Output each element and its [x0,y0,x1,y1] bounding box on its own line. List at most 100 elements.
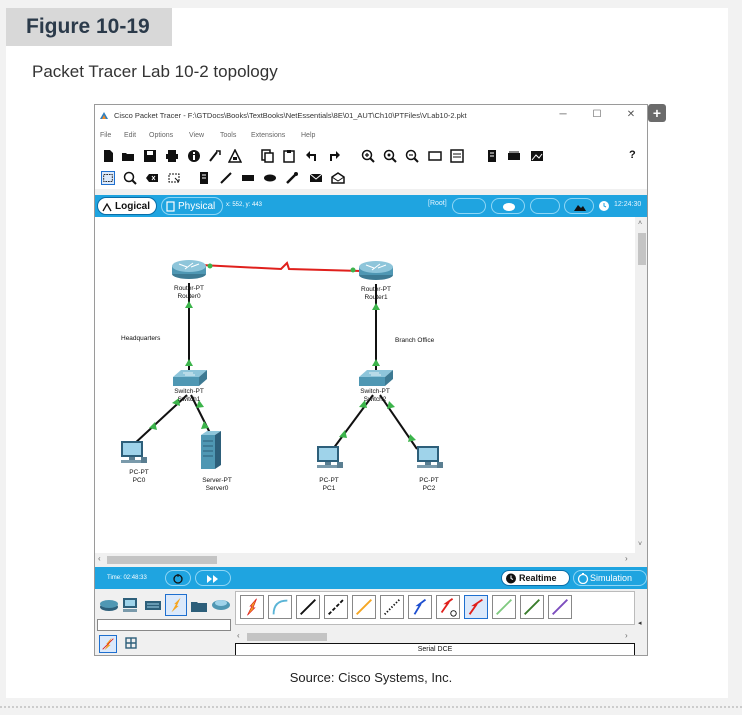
network-devices-icon[interactable] [99,595,119,615]
components-icon[interactable] [143,595,163,615]
vertical-scroll-thumb[interactable] [638,233,646,265]
vertical-scrollbar[interactable]: ˄ ˅ [635,217,647,553]
realtime-mode-button[interactable]: Realtime [501,570,570,586]
menu-extensions[interactable]: Extensions [251,132,286,139]
link-up-marker [201,421,209,429]
scroll-left-icon[interactable]: ‹ [98,554,101,563]
draw-rectangle-icon[interactable] [241,171,255,185]
menu-help[interactable]: Help [301,132,316,139]
draw-line-icon[interactable] [219,171,233,185]
place-note-icon[interactable] [197,171,211,185]
device-subtype-search[interactable] [97,619,231,631]
horizontal-scrollbar[interactable]: ‹ › [95,553,647,567]
iot-custom-cable-icon[interactable] [520,595,544,619]
auto-cable-icon[interactable] [240,595,264,619]
scroll-down-icon[interactable]: ˅ [638,541,643,548]
undo-icon[interactable] [305,149,319,163]
scroll-up-icon[interactable]: ˄ [638,220,643,227]
branch-office-note[interactable]: Branch Office [395,337,435,344]
grid-view-icon[interactable] [125,637,137,649]
connection-type-icon[interactable] [99,635,117,653]
delete-icon[interactable] [145,171,159,185]
inspect-icon[interactable] [123,171,137,185]
miscellaneous-icon[interactable] [189,595,209,615]
palette-scroll-right-icon[interactable]: ◂ [638,620,642,627]
menu-tools[interactable]: Tools [220,132,237,139]
back-button[interactable] [452,198,486,214]
open-folder-icon[interactable] [121,149,135,163]
custom-devices-icon[interactable] [450,149,464,163]
serial-dce-cable-icon[interactable] [464,595,488,619]
menu-file[interactable]: File [100,132,112,139]
draw-ellipse-icon[interactable] [263,171,277,185]
picture-icon[interactable] [530,149,544,163]
network-info-icon[interactable] [228,149,242,163]
end-devices-icon[interactable] [121,595,141,615]
switch2-name: Switch2 [363,396,387,403]
clock-icon [599,201,609,211]
help-button[interactable]: ? [629,149,636,161]
simulation-mode-button[interactable]: Simulation [573,570,647,586]
main-toolbar: ? [95,145,647,167]
menu-view[interactable]: View [189,132,205,139]
multiuser-icon[interactable] [211,595,231,615]
serial-dte-cable-icon[interactable] [436,595,460,619]
usb-cable-icon[interactable] [548,595,572,619]
pc0-icon [121,441,147,463]
paste-icon[interactable] [282,149,296,163]
cable-palette-scrollbar[interactable]: ‹ › [235,631,635,643]
cable-scroll-right-icon[interactable]: › [625,631,628,640]
add-complex-pdu-icon[interactable] [331,171,345,185]
select-tool-icon[interactable] [101,171,115,185]
root-breadcrumb[interactable]: [Root] [428,200,447,207]
headquarters-note[interactable]: Headquarters [121,335,161,342]
logical-tab[interactable]: Logical [97,197,157,215]
add-simple-pdu-icon[interactable] [309,171,323,185]
close-button[interactable]: ✕ [626,109,636,120]
console-cable-icon[interactable] [268,595,292,619]
expand-plus-icon[interactable]: + [648,104,666,122]
fiber-cable-icon[interactable] [352,595,376,619]
copper-cross-over-icon[interactable] [324,595,348,619]
viewport-icon[interactable] [485,149,499,163]
cable-scroll-left-icon[interactable]: ‹ [237,631,240,640]
octal-cable-icon[interactable] [492,595,516,619]
save-icon[interactable] [143,149,157,163]
zoom-reset-icon[interactable] [383,149,397,163]
cluster-button[interactable] [491,198,525,214]
zoom-out-icon[interactable] [405,149,419,163]
environment-button[interactable] [564,198,594,214]
scroll-right-icon[interactable]: › [625,554,628,563]
print-icon[interactable] [165,149,179,163]
copper-straight-through-icon[interactable] [296,595,320,619]
link-up-marker [387,401,395,409]
info-icon[interactable] [187,149,201,163]
power-cycle-button[interactable] [165,570,191,586]
cable-scroll-thumb[interactable] [247,633,327,641]
figure-label-tab: Figure 10-19 [6,8,172,46]
physical-tab[interactable]: Physical [161,197,223,215]
landscape-icon [574,205,586,211]
new-file-icon[interactable] [101,149,115,163]
redo-icon[interactable] [327,149,341,163]
phone-cable-icon[interactable] [380,595,404,619]
blank-mode-button[interactable] [530,198,560,214]
drawing-palette-icon[interactable] [428,149,442,163]
maximize-button[interactable]: ☐ [592,109,602,120]
coaxial-cable-icon[interactable] [408,595,432,619]
menu-edit[interactable]: Edit [124,132,137,139]
resize-shape-icon[interactable] [167,171,181,185]
switch1-name: Switch1 [177,396,201,403]
freeform-icon[interactable] [285,171,299,185]
fast-forward-button[interactable] [195,570,231,586]
minimize-button[interactable]: ─ [559,109,567,120]
copy-icon[interactable] [260,149,274,163]
connections-icon[interactable] [165,594,187,616]
activity-wizard-icon[interactable] [208,149,222,163]
network-equipment-icon[interactable] [507,149,521,163]
menu-options[interactable]: Options [149,132,174,139]
zoom-in-icon[interactable] [361,149,375,163]
horizontal-scroll-thumb[interactable] [107,556,217,564]
